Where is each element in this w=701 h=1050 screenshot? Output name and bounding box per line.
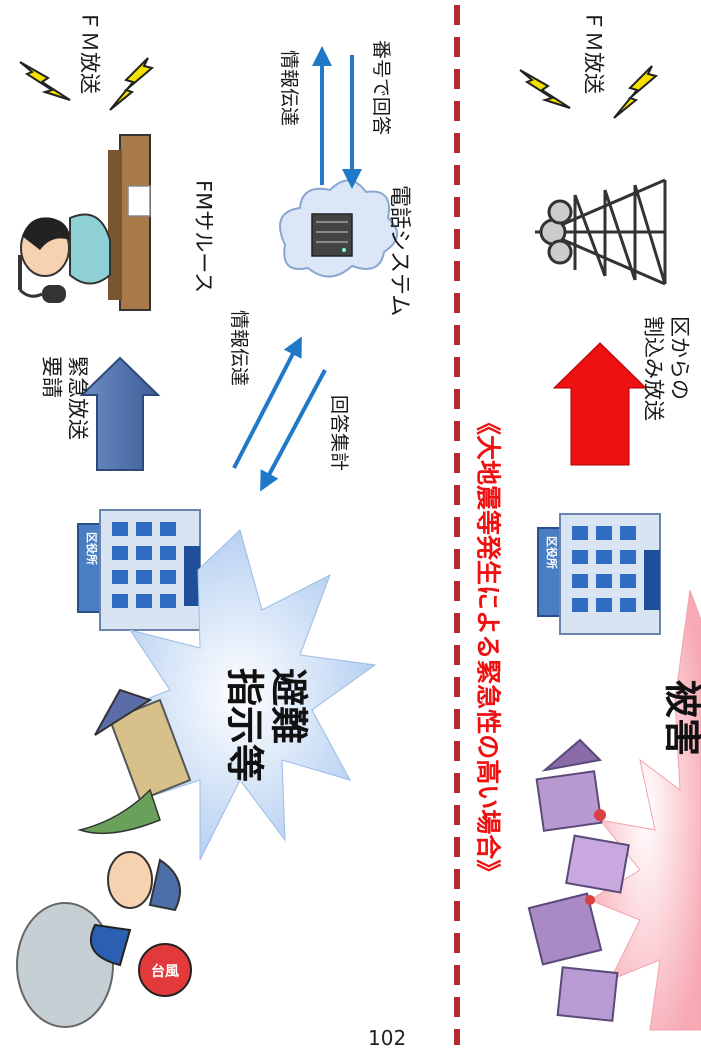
ward-office-icon-right [537,513,661,635]
damage-burst [588,589,701,1031]
page-number: 102 [368,1026,407,1050]
info-transfer-label-top: 情報伝達 [277,50,300,127]
svg-text:台風: 台風 [151,963,179,980]
ward-office-sign-left: 区役所 [84,532,98,565]
fm-broadcast-label-left: ＦＭ放送 [77,10,102,94]
info-transfer-diagonal-arrow [232,336,302,469]
lightning-icon-1 [19,61,71,101]
fm-sarusu-label: FMサルース [191,180,216,294]
announcer-icon [18,134,151,311]
lightning-icon-4 [613,65,659,119]
phone-system-label: 電話システム [386,185,412,317]
evacuation-label: 避難 指示等 [222,668,311,783]
fm-broadcast-label-right: ＦＭ放送 [581,10,606,94]
ward-office-sign-right: 区役所 [544,536,558,569]
lightning-icon-2 [109,57,155,111]
ward-broadcast-label: 区からの 割込み放送 [641,316,692,421]
damage-label: 被害 [660,680,701,757]
tally-diagonal-arrow [260,369,327,492]
ward-broadcast-arrow [552,342,648,466]
cloud-icon [279,179,398,278]
request-label: 緊急放送 要請 [39,356,90,440]
ward-office-icon-left [77,509,201,631]
tally-label: 回答集計 [327,395,350,472]
lightning-icon-3 [519,69,571,109]
typhoon-scene-icon: 台風 [16,688,192,1028]
info-transfer-label-diagonal: 情報伝達 [227,310,250,387]
radio-tower-icon [535,178,667,286]
collapsed-buildings-icon [527,738,630,1022]
answer-by-number-label: 番号で回答 [369,40,392,136]
emergency-banner: 《大地震等発生による緊急性の高い場合》 [473,410,503,885]
request-arrow-shape [79,356,161,471]
